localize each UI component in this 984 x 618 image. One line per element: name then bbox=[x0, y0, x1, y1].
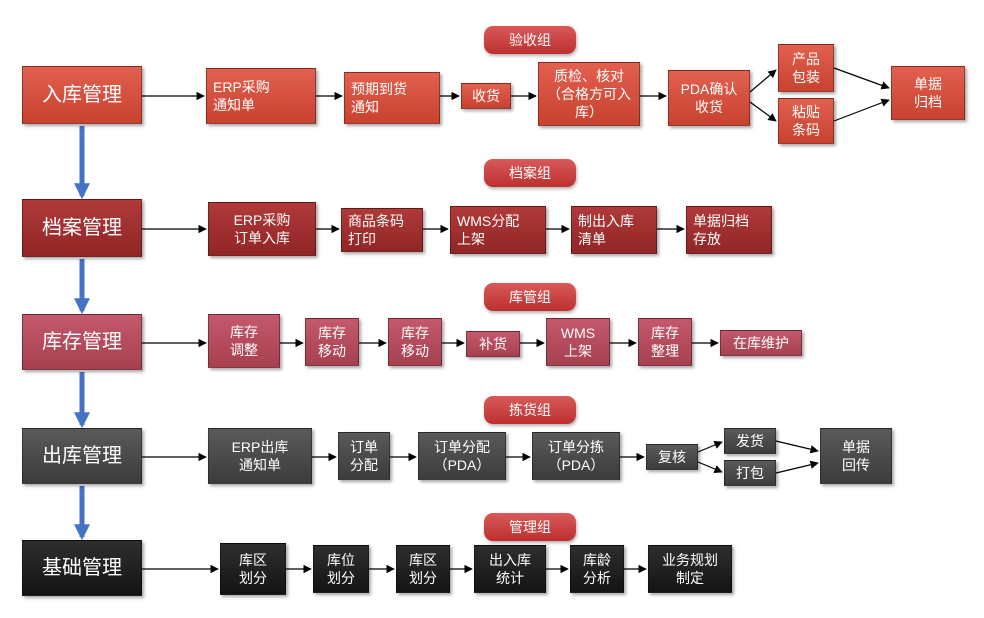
step-receiving: 收货 bbox=[461, 83, 511, 109]
step-wms-putaway-assign: WMS分配 上架 bbox=[450, 206, 546, 254]
step-document-return: 单据 回传 bbox=[820, 428, 892, 484]
group-badge-inspection: 验收组 bbox=[484, 26, 576, 54]
step-pda-confirm-receipt: PDA确认 收货 bbox=[668, 70, 750, 126]
step-product-packaging: 产品 包装 bbox=[778, 44, 834, 92]
main-basic-management: 基础管理 bbox=[22, 540, 142, 596]
step-barcode-printing: 商品条码 打印 bbox=[341, 208, 423, 252]
step-packing: 打包 bbox=[724, 460, 776, 486]
main-inventory-management: 库存管理 bbox=[22, 314, 142, 370]
step-erp-outbound-notice: ERP出库 通知单 bbox=[208, 428, 312, 484]
step-order-allocation: 订单 分配 bbox=[338, 432, 390, 480]
step-inout-statistics: 出入库 统计 bbox=[474, 545, 546, 593]
group-badge-warehouse: 库管组 bbox=[484, 283, 576, 311]
step-expected-arrival-notice: 预期到货 通知 bbox=[344, 72, 440, 124]
step-quality-check: 质检、核对 （合格方可入 库） bbox=[538, 62, 640, 126]
arrow-r1-7 bbox=[833, 67, 890, 90]
step-replenish: 补货 bbox=[466, 331, 520, 357]
step-document-filing: 单据 归档 bbox=[891, 66, 965, 120]
step-inventory-organize: 库存 整理 bbox=[638, 318, 692, 366]
step-inout-list: 制出入库 清单 bbox=[571, 206, 657, 254]
step-order-allocation-pda: 订单分配 （PDA） bbox=[418, 432, 506, 480]
arrow-r1-8 bbox=[833, 98, 890, 122]
arrow-r4-6 bbox=[697, 461, 723, 473]
step-in-stock-maintenance: 在库维护 bbox=[720, 330, 802, 356]
step-erp-purchase-order-inbound: ERP采购 订单入库 bbox=[208, 202, 316, 256]
step-location-division: 库位 划分 bbox=[313, 545, 369, 593]
arrow-r4-7 bbox=[775, 440, 819, 454]
arrow-r4-8 bbox=[775, 460, 819, 474]
arrow-r1-6 bbox=[749, 101, 777, 122]
step-business-planning: 业务规划 制定 bbox=[648, 545, 732, 593]
step-recheck: 复核 bbox=[646, 444, 698, 470]
group-badge-management: 管理组 bbox=[484, 513, 576, 541]
step-inventory-adjust: 库存 调整 bbox=[208, 314, 280, 368]
step-wms-putaway: WMS 上架 bbox=[546, 318, 610, 366]
arrow-r4-5 bbox=[697, 441, 723, 453]
main-archive-management: 档案管理 bbox=[22, 199, 142, 257]
step-apply-barcode: 粘贴 条码 bbox=[778, 98, 834, 144]
main-outbound-management: 出库管理 bbox=[22, 428, 142, 484]
step-zone-division-2: 库区 划分 bbox=[396, 545, 450, 593]
step-stock-age-analysis: 库龄 分析 bbox=[570, 545, 624, 593]
group-badge-archive: 档案组 bbox=[484, 159, 576, 187]
step-zone-division-1: 库区 划分 bbox=[220, 543, 286, 595]
step-document-storage: 单据归档 存放 bbox=[686, 206, 772, 254]
group-badge-picking: 拣货组 bbox=[484, 396, 576, 424]
step-shipping: 发货 bbox=[724, 428, 776, 454]
step-inventory-move-1: 库存 移动 bbox=[305, 318, 359, 366]
main-inbound-management: 入库管理 bbox=[22, 66, 142, 124]
step-inventory-move-2: 库存 移动 bbox=[388, 318, 442, 366]
arrow-r1-5 bbox=[749, 69, 777, 93]
step-erp-purchase-notice: ERP采购 通知单 bbox=[206, 68, 316, 124]
step-order-picking-pda: 订单分拣 （PDA） bbox=[532, 432, 620, 480]
